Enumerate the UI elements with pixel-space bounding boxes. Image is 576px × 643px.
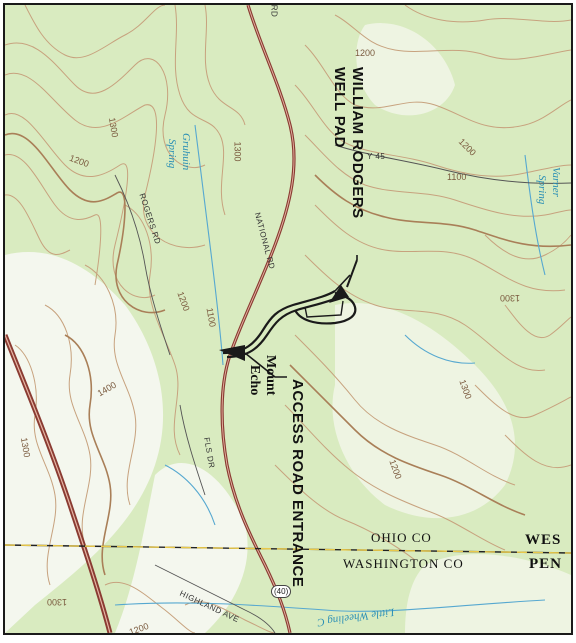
access-road-callout: ACCESS ROAD ENTRANCE: [289, 379, 306, 588]
state-label-west: WES: [525, 532, 562, 548]
road-label-hwy45: Y 45: [367, 152, 386, 161]
road-label-top: RD: [269, 4, 279, 18]
well-pad-callout-line1: WILLIAM RODGERS: [349, 67, 366, 219]
streams: [114, 124, 546, 612]
county-boundary: [5, 544, 571, 554]
spring-label: Gruhuin: [180, 133, 192, 171]
spring-label: Spring: [536, 175, 548, 205]
elevation-label: 1200: [355, 48, 376, 58]
index-contours: [5, 132, 571, 576]
access-road-route: [222, 274, 357, 359]
place-label-echo: Echo: [247, 365, 262, 396]
elevation-label: 1300: [500, 293, 521, 303]
well-pad-marker: [329, 259, 358, 303]
well-pad-callout-line2: WELL PAD: [331, 67, 348, 148]
spring-label: Varner: [550, 167, 562, 197]
spring-label: Spring: [166, 139, 178, 169]
topographic-map[interactable]: 1300 1200 1300 1200 1200 1100 1300 1200 …: [3, 3, 573, 635]
entrance-marker: [219, 345, 287, 378]
elevation-label: 1300: [232, 141, 243, 162]
roads: [5, 5, 571, 633]
elevation-label: 1300: [47, 597, 68, 607]
elevation-label: 1100: [447, 172, 467, 182]
route-shield: (40): [271, 585, 292, 598]
county-label-washington: WASHINGTON CO: [343, 556, 464, 571]
elevation-label: 1100: [204, 307, 218, 328]
map-graphics: [5, 5, 571, 633]
county-label-ohio: OHIO CO: [371, 530, 432, 545]
state-label-penn: PEN: [529, 556, 562, 572]
place-label-mount: Mount: [263, 355, 278, 396]
